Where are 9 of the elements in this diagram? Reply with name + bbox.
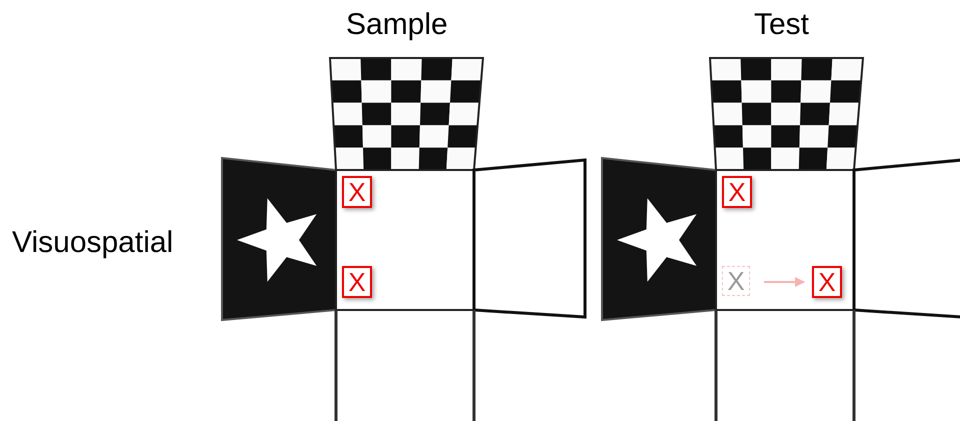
faded-marker: X	[722, 266, 750, 296]
column-heading: Sample	[346, 8, 448, 42]
marker-box: X	[722, 176, 752, 208]
column-heading: Test	[754, 8, 810, 42]
marker-box: X	[342, 176, 372, 208]
arrow	[764, 277, 805, 287]
marker-box: X	[342, 266, 372, 298]
marker-box: X	[812, 266, 842, 298]
row-label: Visuospatial	[12, 226, 174, 260]
